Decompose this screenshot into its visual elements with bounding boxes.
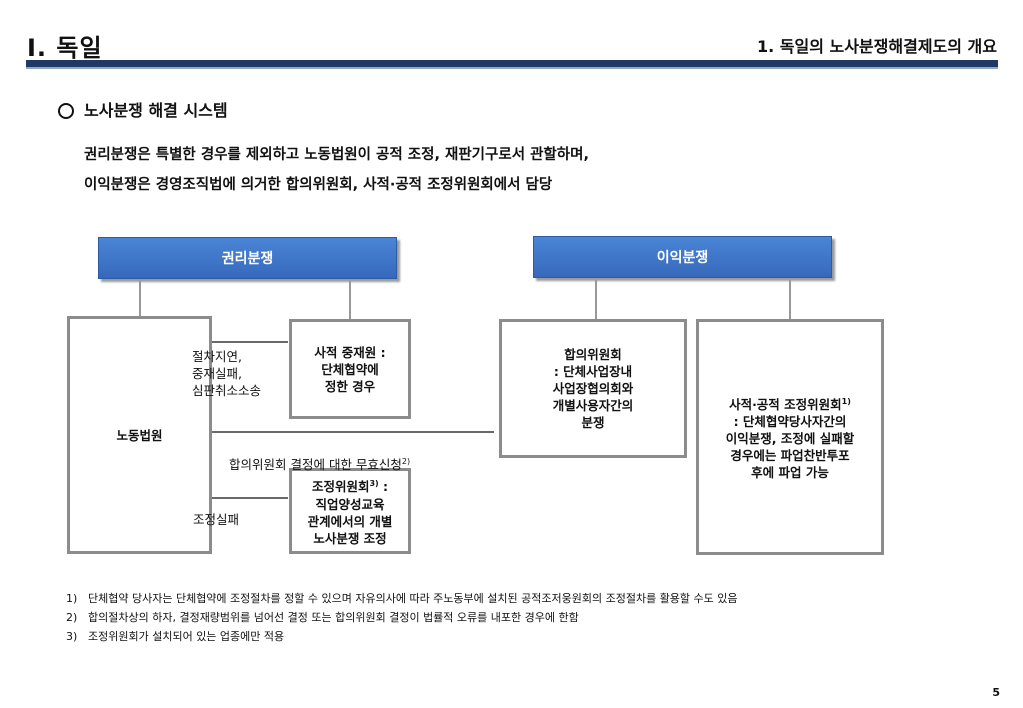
footnote-number: 3) xyxy=(66,630,78,643)
mediation-committee-title: 조정위원회 xyxy=(311,479,370,495)
footnote-2: 2) 합의절차상의 하자, 결정재량범위를 넘어선 결정 또는 합의위원회 결정이… xyxy=(66,609,579,625)
private-arbitration-box: 사적 중재원 : 단체협약에 정한 경우 xyxy=(289,319,411,419)
footnote-text: 조정위원회가 설치되어 있는 업종에만 적용 xyxy=(88,630,285,643)
mediation-committee-box: 조정위원회3) : 직업양성교육 관계에서의 개별 노사분쟁 조정 xyxy=(289,468,411,554)
heading-text: 노사분쟁 해결 시스템 xyxy=(84,101,228,120)
conciliation-desc: : 단체협약당사자간의 이익분쟁, 조정에 실패할 경우에는 파업찬반투포 후에… xyxy=(725,414,855,481)
footnote-number: 2) xyxy=(66,611,78,624)
rights-dispute-header: 권리분쟁 xyxy=(98,237,397,279)
intro-line-1: 권리분쟁은 특별한 경우를 제외하고 노동법원이 공적 조정, 재판기구로서 관… xyxy=(84,147,589,163)
page-subtitle: 1. 독일의 노사분쟁해결제도의 개요 xyxy=(756,37,997,56)
section-heading: 노사분쟁 해결 시스템 xyxy=(58,97,228,121)
footnote-text: 합의절차상의 하자, 결정재량범위를 넘어선 결정 또는 합의위원회 결정이 법… xyxy=(88,611,579,624)
footnote-ref-2: 2) xyxy=(401,457,411,466)
arbitration-notes: 절차지연, 중재실패, 심판취소소송 xyxy=(192,349,262,398)
footnote-text: 단체협약 당사자는 단체협약에 조정절차를 정할 수 있으며 자유의사에 따라 … xyxy=(88,592,738,605)
arrow-label-text: 합의위원회 결정에 대한 무효신청 xyxy=(229,457,402,473)
conciliation-committee-box: 사적·공적 조정위원회1) : 단체협약당사자간의 이익분쟁, 조정에 실패할 … xyxy=(696,319,884,555)
header-rule-accent xyxy=(26,67,998,69)
labor-court-box: 노동법원 xyxy=(67,316,212,554)
conciliation-title: 사적·공적 조정위원회 xyxy=(729,397,842,413)
footnote-number: 1) xyxy=(66,592,78,605)
footnote-1: 1) 단체협약 당사자는 단체협약에 조정절차를 정할 수 있으며 자유의사에 따… xyxy=(66,590,738,606)
works-council-box: 합의위원회 : 단체사업장내 사업장협의회와 개별사용자간의 분쟁 xyxy=(499,319,687,458)
footnote-ref-3: 3) xyxy=(369,479,379,489)
section-title: Ⅰ. 독일 xyxy=(27,34,103,62)
works-council-arrow-label: 합의위원회 결정에 대한 무효신청2) xyxy=(229,436,410,473)
page-number: 5 xyxy=(992,686,1000,699)
intro-line-2: 이익분쟁은 경영조직법에 의거한 합의위원회, 사적·공적 조정위원회에서 담당 xyxy=(84,177,553,193)
footnote-3: 3) 조정위원회가 설치되어 있는 업종에만 적용 xyxy=(66,628,284,644)
header-rule xyxy=(26,60,998,67)
interest-dispute-header: 이익분쟁 xyxy=(533,236,832,278)
mediation-committee-desc: : 직업양성교육 관계에서의 개별 노사분쟁 조정 xyxy=(307,479,393,546)
footnote-ref-1: 1) xyxy=(841,396,851,406)
mediation-fail-label: 조정실패 xyxy=(193,512,240,527)
circle-bullet-icon xyxy=(58,103,74,119)
